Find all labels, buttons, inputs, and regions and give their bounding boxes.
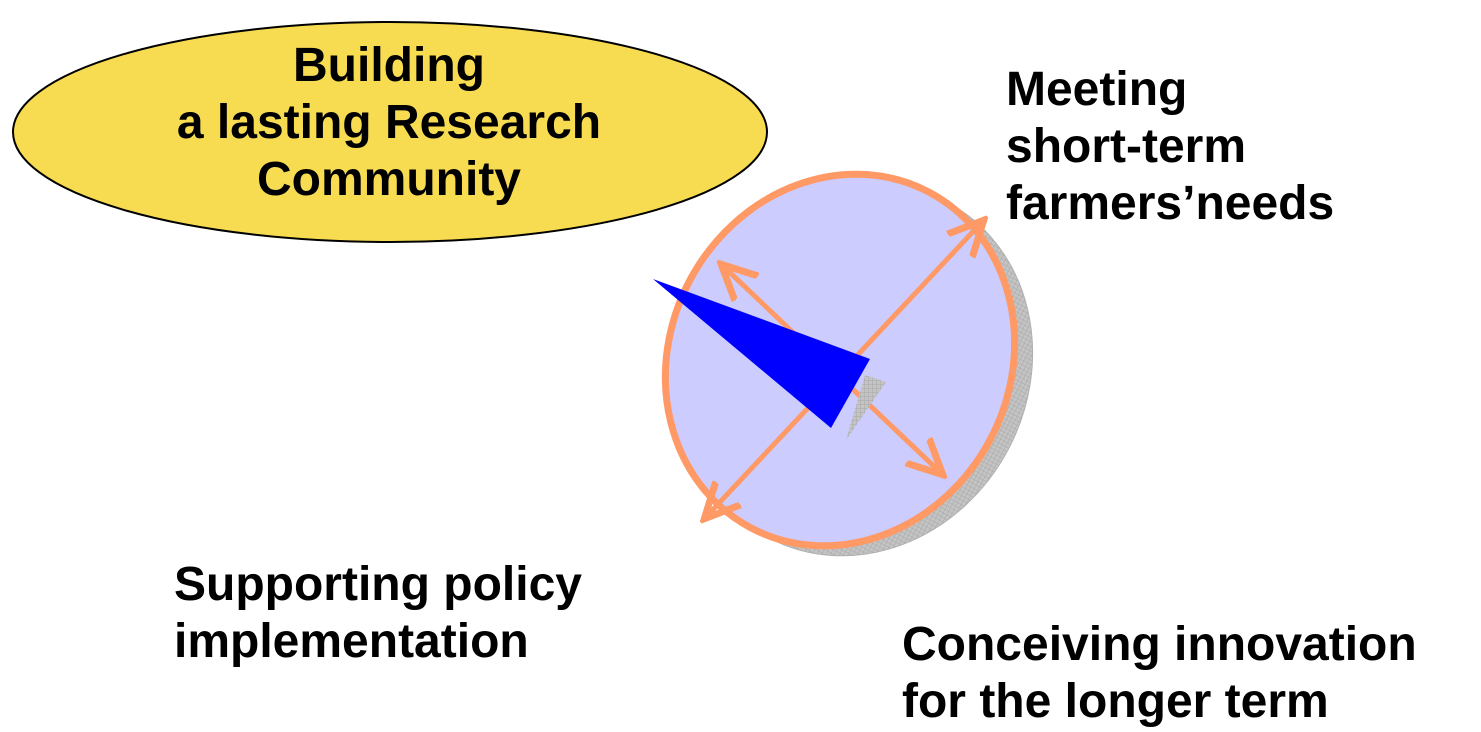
- goal-top-right-line-3: farmers’needs: [1006, 177, 1335, 230]
- compass-needle-icon: [653, 279, 870, 428]
- compass-needle-shadow: [846, 375, 886, 440]
- goal-top-left-line-2: a lasting Research: [176, 96, 602, 149]
- goal-bottom-right-line-2: for the longer term: [902, 675, 1329, 728]
- goal-bottom-right-line-1: Conceiving innovation: [902, 618, 1417, 671]
- top-left-goal-ellipse: [12, 21, 768, 243]
- goal-bottom-left-line-1: Supporting policy: [174, 558, 582, 611]
- goal-top-left-label: Building a lasting Research Community: [12, 37, 766, 208]
- goal-top-right-line-2: short-term: [1006, 120, 1247, 173]
- goal-top-right-label: Meeting short-term farmers’needs: [1006, 61, 1334, 232]
- goal-bottom-right-label: Conceiving innovation for the longer ter…: [902, 616, 1417, 730]
- goal-top-right-line-1: Meeting: [1006, 63, 1188, 116]
- goal-bottom-left-label: Supporting policy implementation: [174, 556, 582, 670]
- goal-top-left-line-3: Community: [257, 153, 521, 206]
- goal-top-left-line-1: Building: [293, 39, 485, 92]
- goal-bottom-left-line-2: implementation: [174, 615, 529, 668]
